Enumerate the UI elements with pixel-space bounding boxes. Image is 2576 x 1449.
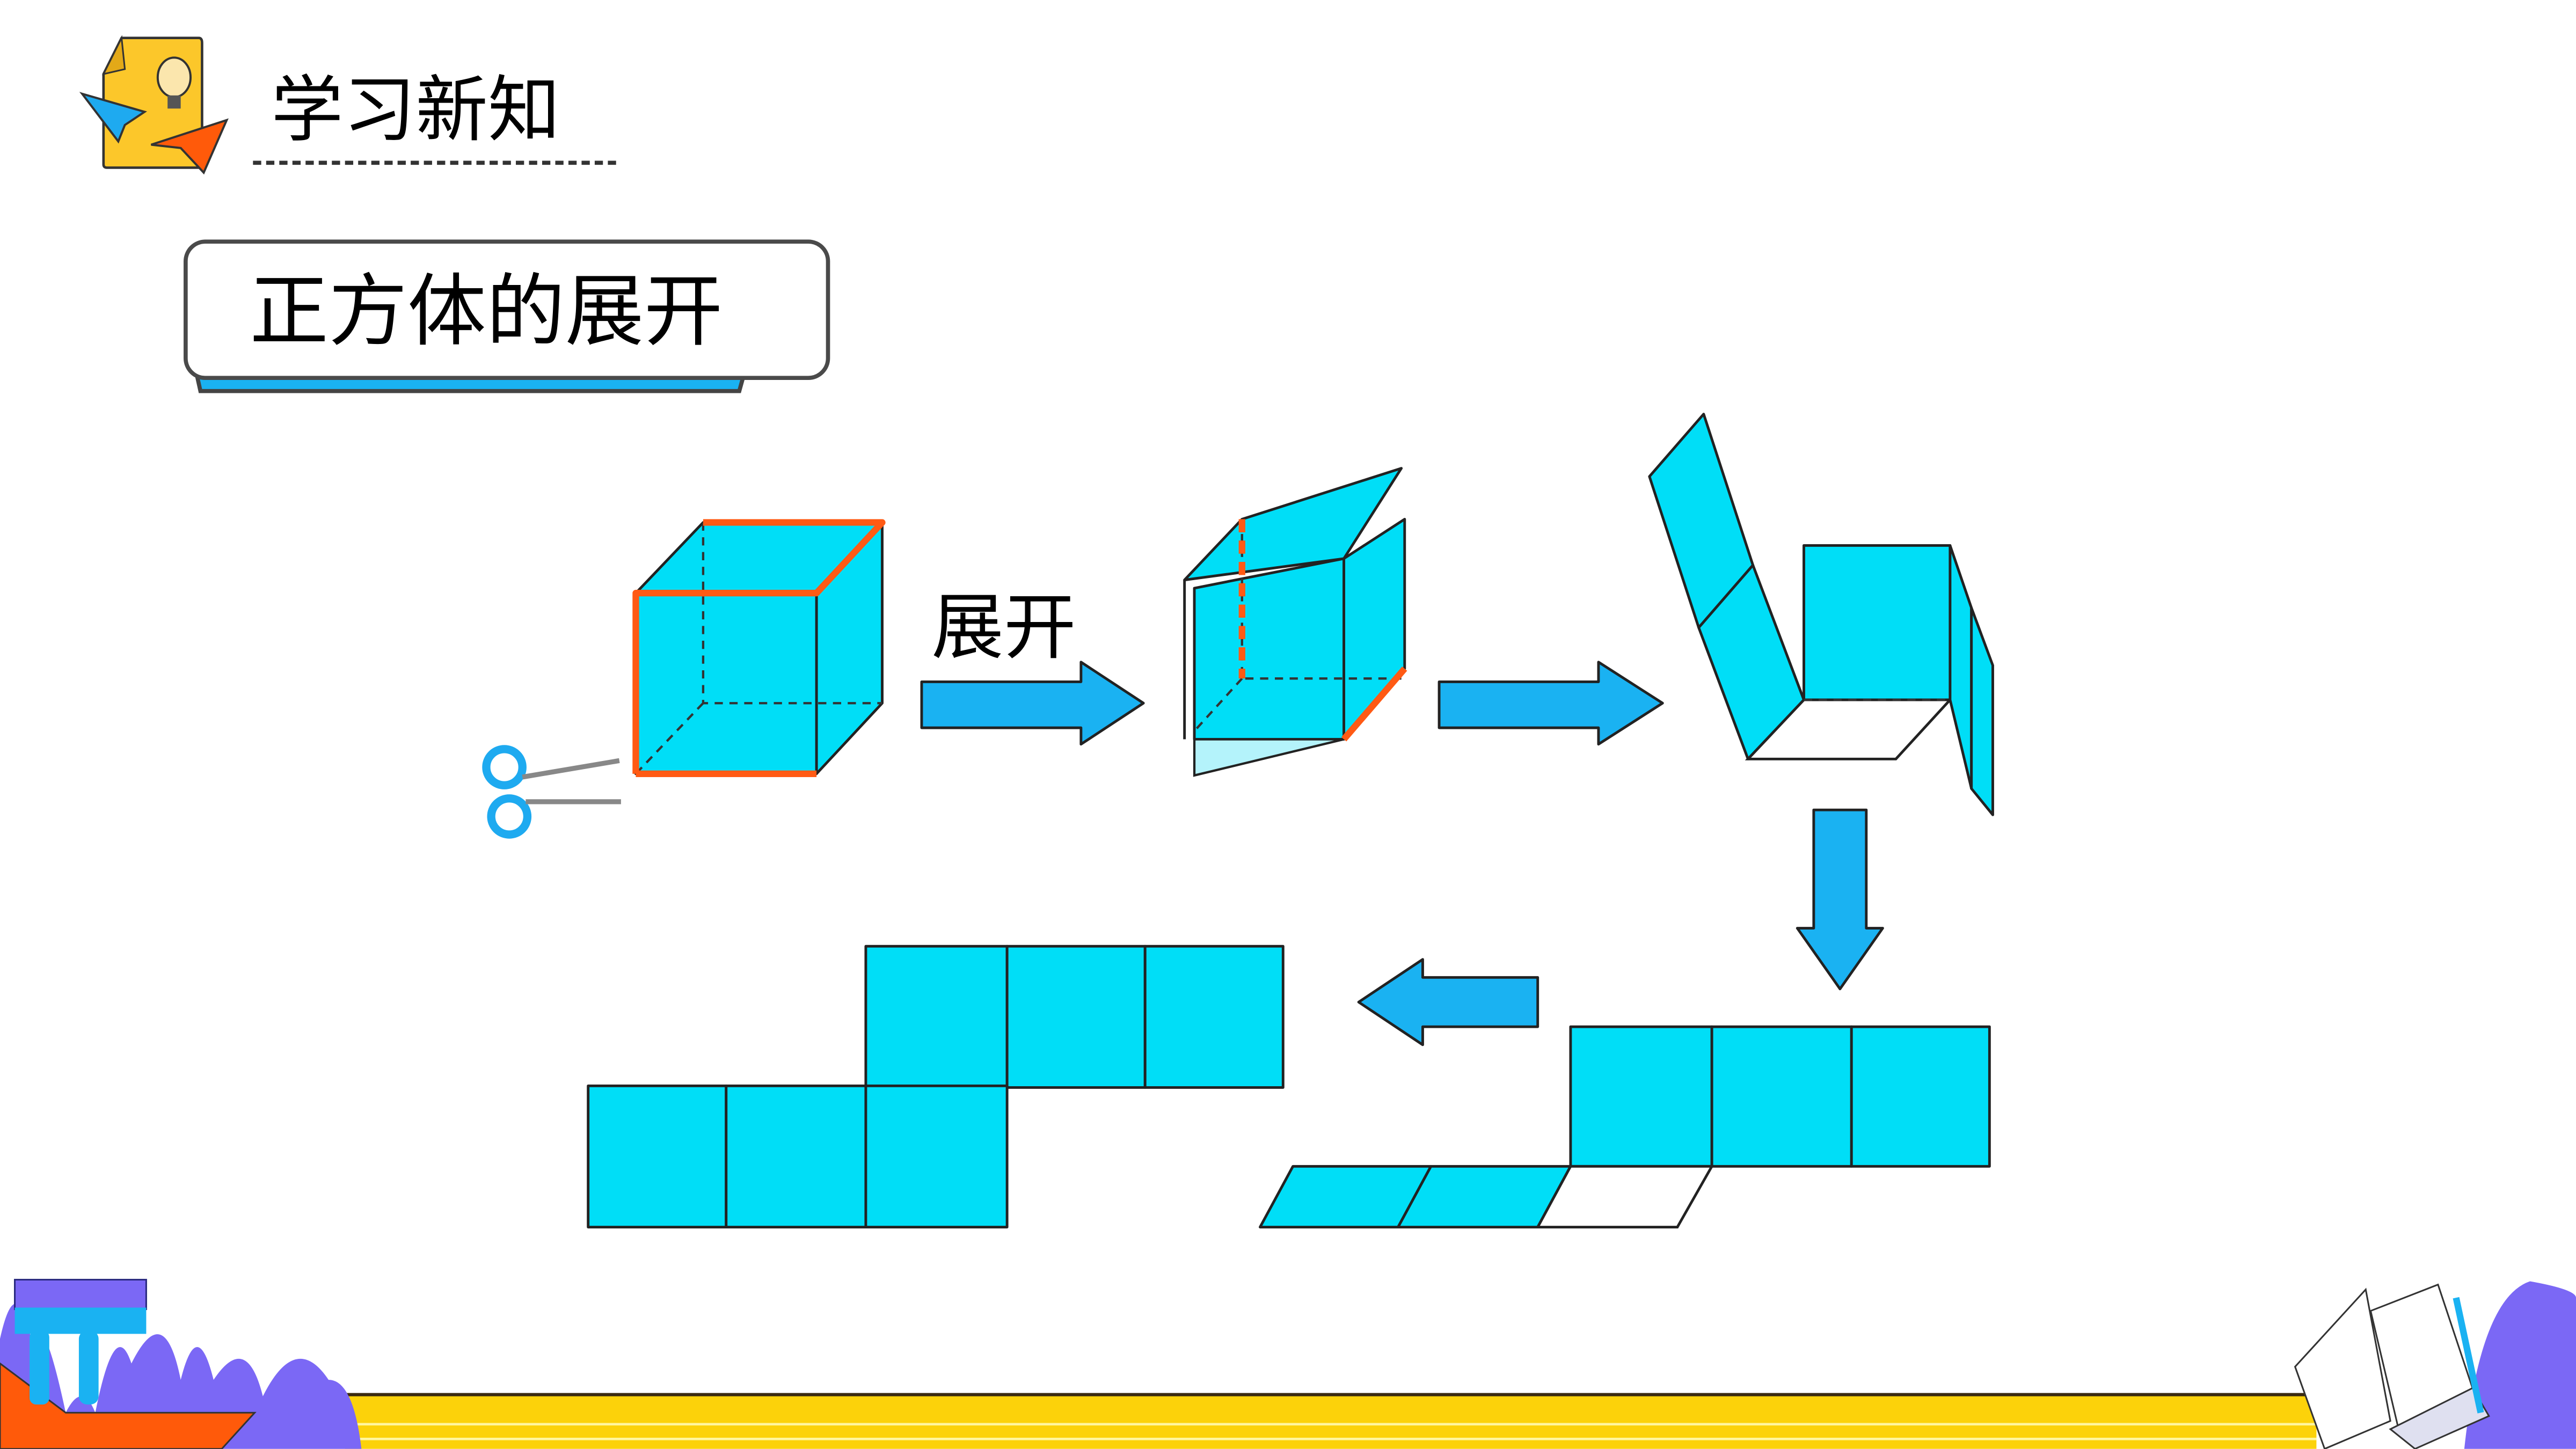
pi-decoration-icon <box>0 1278 362 1449</box>
cube-net <box>587 945 1285 1228</box>
cube-opening <box>1183 467 1407 777</box>
lightbulb-document-icon <box>79 35 229 175</box>
unfold-label: 展开 <box>931 585 1076 669</box>
footer-band <box>345 1393 2317 1449</box>
header-title: 学习新知 <box>271 68 560 152</box>
book-decoration-icon <box>2294 1281 2576 1449</box>
cube-unfolding <box>1648 413 1994 816</box>
section-title-box <box>184 239 830 393</box>
scissors-icon <box>482 745 621 839</box>
arrow-left <box>1357 958 1539 1046</box>
arrow-down <box>1796 808 1884 991</box>
arrow-right-2 <box>1437 661 1664 746</box>
cube-closed <box>632 519 886 777</box>
arrow-right-1 <box>920 661 1145 746</box>
cube-nearly-flat <box>1259 1025 1991 1228</box>
section-title: 正方体的展开 <box>250 266 723 357</box>
